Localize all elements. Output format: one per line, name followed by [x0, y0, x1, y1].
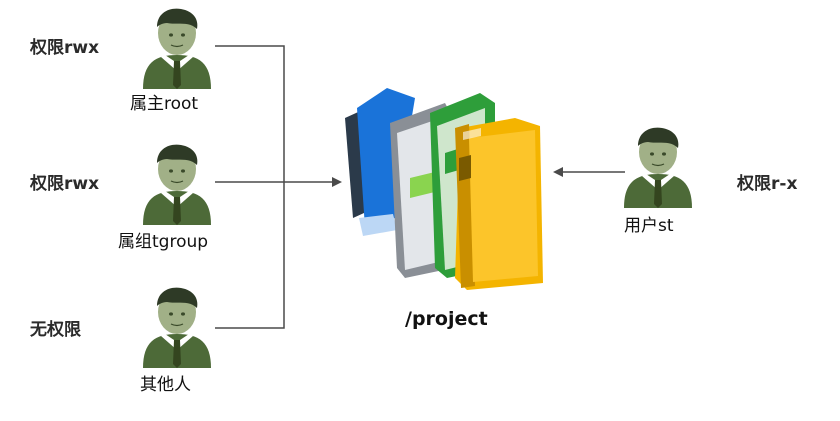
group-name: 属组tgroup [118, 232, 209, 252]
group-permission: 权限rwx [30, 174, 100, 194]
user-icon [137, 5, 217, 89]
owner-permission: 权限rwx [30, 38, 100, 58]
owner-name: 属主root [130, 94, 199, 114]
user-st-permission: 权限r-x [737, 174, 798, 194]
user-icon [137, 284, 217, 368]
directory-label: /project [405, 308, 488, 330]
others-permission: 无权限 [30, 320, 81, 340]
user-icon [137, 141, 217, 225]
bracket-line [215, 45, 285, 329]
user-icon [618, 124, 698, 208]
others-name: 其他人 [140, 375, 191, 395]
books-icon [335, 78, 565, 293]
user-st-name: 用户st [624, 216, 674, 236]
